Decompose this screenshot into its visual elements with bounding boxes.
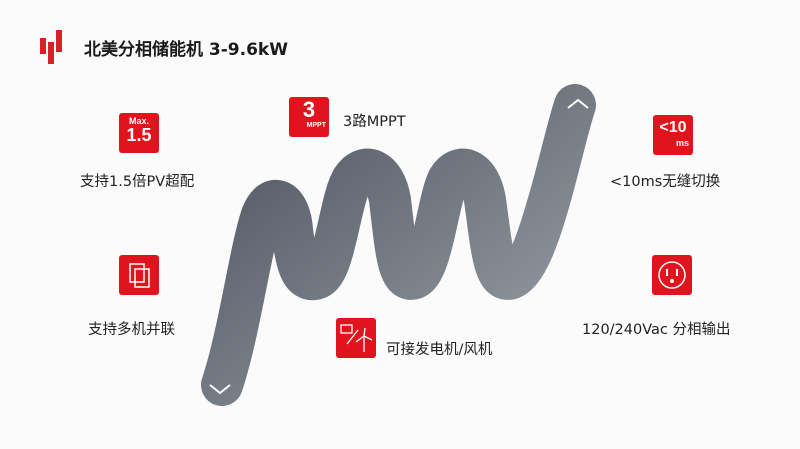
parallel-units-icon <box>119 255 159 295</box>
feature-label-parallel: 支持多机并联 <box>88 322 175 338</box>
feature-label-generator: 可接发电机/风机 <box>386 342 493 358</box>
mppt-icon: 3 MPPT <box>289 97 329 137</box>
feature-label-switch: <10ms无缝切换 <box>610 174 721 190</box>
brand-logo-icon <box>40 30 70 64</box>
feature-label-mppt: 3路MPPT <box>343 114 406 130</box>
feature-label-pv-oversize: 支持1.5倍PV超配 <box>80 174 195 190</box>
generator-wind-icon <box>336 318 376 358</box>
max-1.5-icon: Max. 1.5 <box>119 113 159 153</box>
feature-label-split-phase: 120/240Vac 分相输出 <box>582 322 731 338</box>
badge-sub-text: ms <box>675 138 689 148</box>
badge-top-text: Max. <box>128 116 149 126</box>
badge-main-text: 3 <box>302 97 316 122</box>
outlet-icon <box>652 255 692 295</box>
switch-time-icon: <10 ms <box>653 115 693 155</box>
badge-main-text: <10 <box>659 119 687 136</box>
badge-main-text: 1.5 <box>126 125 152 145</box>
badge-sub-text: MPPT <box>306 122 326 129</box>
page-title: 北美分相储能机 3-9.6kW <box>84 40 288 60</box>
